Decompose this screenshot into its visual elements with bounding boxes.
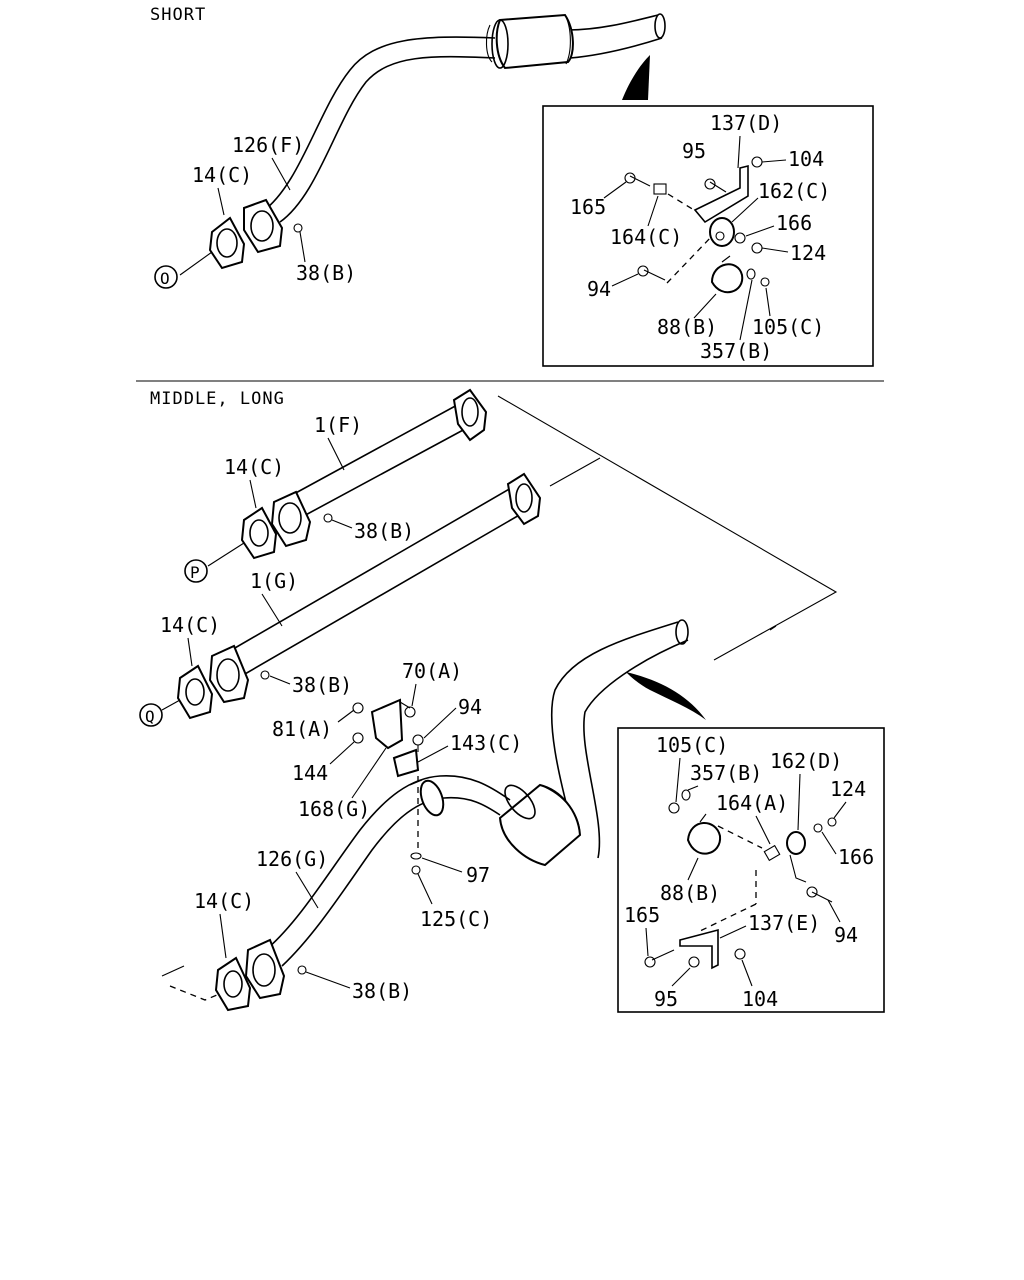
label-137d: 137(D) [710,111,782,135]
label-126f: 126(F) [232,133,304,157]
hanger-assembly [352,698,424,875]
label-97: 97 [466,863,490,887]
label-126g: 126(G) [256,847,328,871]
label-94-long: 94 [834,923,858,947]
pointer-arrow-long [626,672,706,720]
section-title-middle-long: MIDDLE, LONG [150,389,285,409]
label-14c-top: 14(C) [224,455,284,479]
label-81a: 81(A) [272,717,332,741]
label-88b-short: 88(B) [657,315,717,339]
label-166-long: 166 [838,845,874,869]
label-162d: 162(D) [770,749,842,773]
marker-q [139,703,163,727]
label-104-long: 104 [742,987,778,1011]
marker-p [184,559,208,583]
pipe-1g [208,472,542,704]
label-164c: 164(C) [610,225,682,249]
pipe-126f [261,13,666,223]
label-124-short: 124 [790,241,826,265]
marker-o [154,265,178,289]
gasket-top [240,506,278,560]
pipe-1f [270,388,488,548]
pipe-126g [267,619,689,967]
gasket-short [208,216,246,270]
marker-q-label: Q [145,707,155,726]
section-title-short: SHORT [150,5,206,25]
pointer-arrow-short [622,55,650,100]
flange-low [244,938,307,1000]
leader-marker-o [179,251,213,276]
label-70a: 70(A) [402,659,462,683]
marker-o-label: O [160,269,170,288]
muffler-long [498,783,582,867]
frame-lines [161,395,838,1001]
label-1f: 1(F) [314,413,362,437]
label-357b-short: 357(B) [700,339,772,363]
label-38b-mid: 38(B) [292,673,352,697]
label-104-short: 104 [788,147,824,171]
label-162c: 162(C) [758,179,830,203]
label-144: 144 [292,761,328,785]
label-95-long: 95 [654,987,678,1011]
label-1g: 1(G) [250,569,298,593]
label-14c-short: 14(C) [192,163,252,187]
flange-short [243,198,303,254]
label-88b-long: 88(B) [660,881,720,905]
label-38b-top: 38(B) [354,519,414,543]
detail-box-long [617,727,885,1013]
label-94-short: 94 [587,277,611,301]
label-166-short: 166 [776,211,812,235]
gasket-mid [176,664,214,720]
label-105c-short: 105(C) [752,315,824,339]
label-14c-mid: 14(C) [160,613,220,637]
label-14c-low: 14(C) [194,889,254,913]
label-125c: 125(C) [420,907,492,931]
label-137e: 137(E) [748,911,820,935]
detail-long-parts [644,789,837,970]
label-124-long: 124 [830,777,866,801]
label-95-short: 95 [682,139,706,163]
detail-box-short [542,105,874,367]
clamp-ring-long [419,779,445,817]
label-105c-long: 105(C) [656,733,728,757]
label-94-hanger: 94 [458,695,482,719]
label-168g: 168(G) [298,797,370,821]
label-164a: 164(A) [716,791,788,815]
label-38b-low: 38(B) [352,979,412,1003]
label-143c: 143(C) [450,731,522,755]
detail-short-parts [624,156,770,294]
muffler-short [485,13,574,70]
label-165-short: 165 [570,195,606,219]
gasket-low [214,956,252,1012]
marker-p-label: P [190,563,200,582]
label-357b-long: 357(B) [690,761,762,785]
label-38b-short: 38(B) [296,261,356,285]
label-165-long: 165 [624,903,660,927]
